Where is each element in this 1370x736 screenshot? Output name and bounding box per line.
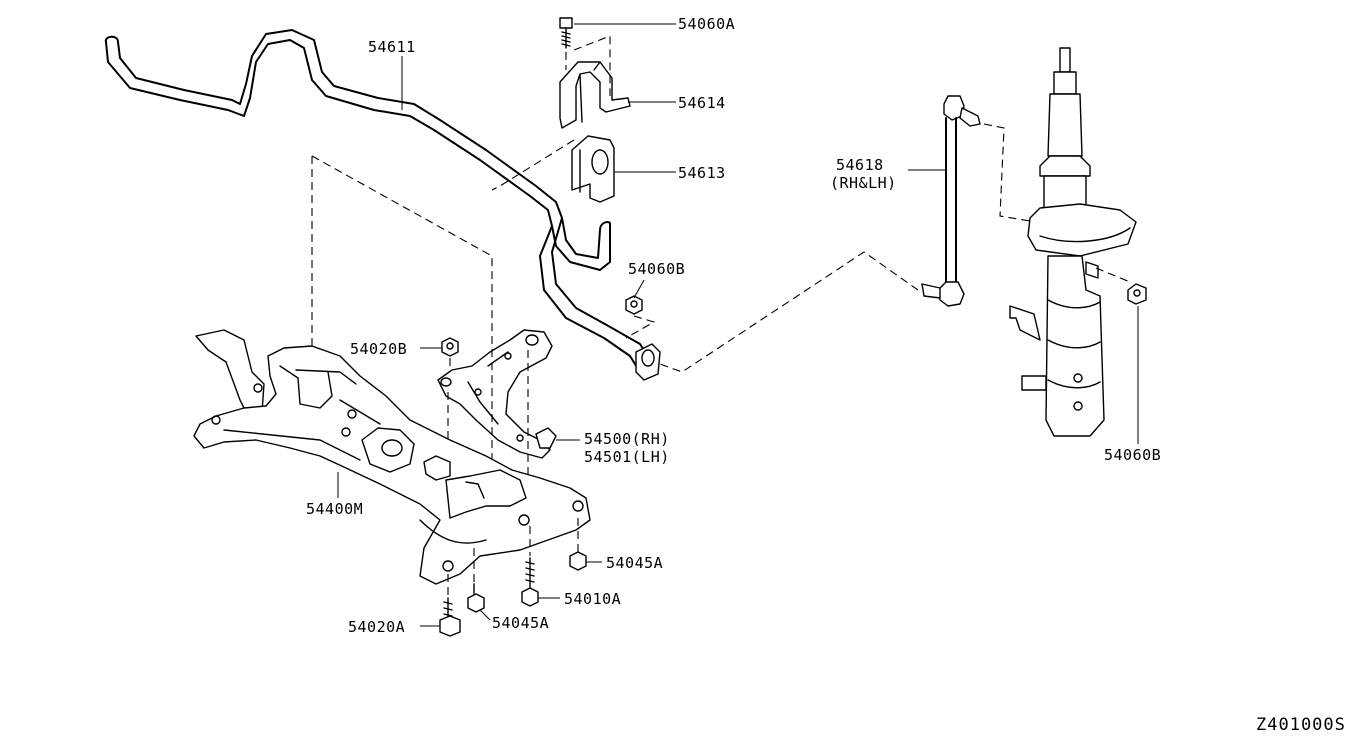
bolt-54045a-right: [569, 518, 587, 571]
lower-arm-54500: [437, 329, 557, 506]
label-54060a: 54060A: [678, 15, 735, 33]
label-54618-sub: (RH&LH): [830, 174, 897, 192]
label-54020a: 54020A: [348, 618, 405, 636]
label-54501: 54501(LH): [584, 448, 670, 466]
label-54020b: 54020B: [350, 340, 407, 358]
bolt-54020b: [441, 337, 459, 372]
stabilizer-link-54618: [659, 95, 1037, 373]
label-54611: 54611: [368, 38, 416, 56]
clamp-54614: [559, 35, 631, 129]
nut-54060b-mid: [625, 295, 656, 339]
bolt-54020a: [439, 574, 461, 637]
bushing-54613: [491, 135, 615, 203]
strut-assembly: [1009, 47, 1137, 437]
label-54060b-mid: 54060B: [628, 260, 685, 278]
diagram-code: Z401000S: [1256, 715, 1346, 735]
mount-line-right: [311, 155, 493, 540]
suspension-member-54400m: [193, 329, 591, 585]
label-54614: 54614: [678, 94, 726, 112]
bolt-54045a-left: [467, 548, 485, 613]
bolt-54010a: [521, 526, 539, 607]
label-54613: 54613: [678, 164, 726, 182]
label-54060b-strut: 54060B: [1104, 446, 1161, 464]
label-54400m: 54400M: [306, 500, 363, 518]
bolt-54060a: [559, 17, 573, 70]
label-54045a-left: 54045A: [492, 614, 549, 632]
leader-lines: [337, 23, 1139, 627]
label-54010a: 54010A: [564, 590, 621, 608]
label-54045a-right: 54045A: [606, 554, 663, 572]
label-54500: 54500(RH): [584, 430, 670, 448]
nut-54060b-strut: [1127, 283, 1147, 305]
stabilizer-bar: [104, 29, 661, 381]
label-54618: 54618: [836, 156, 884, 174]
